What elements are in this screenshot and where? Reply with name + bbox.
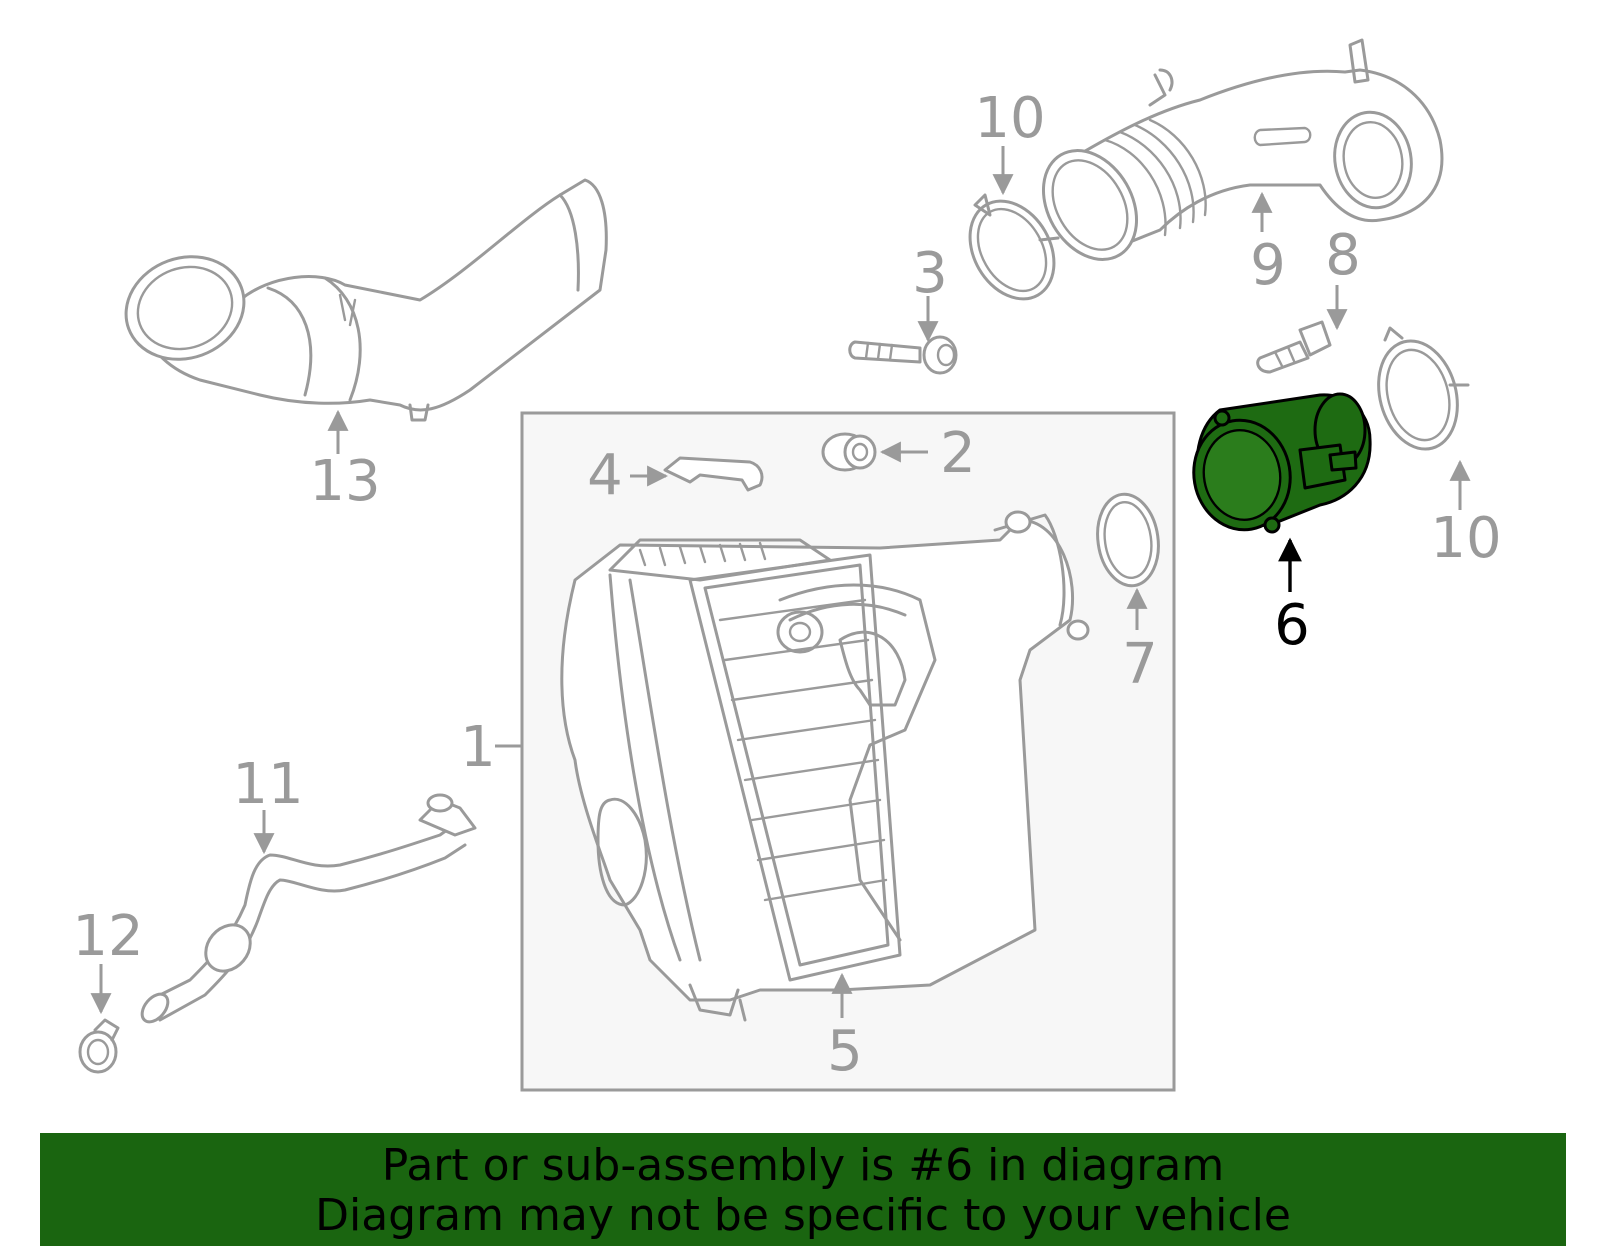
part-4-bracket (663, 456, 764, 492)
part-3-bolt (848, 335, 958, 375)
part-12-small-clamp (78, 1018, 120, 1074)
part-9-inlet-hose (1041, 38, 1444, 261)
callout-10-upper: 10 (974, 86, 1045, 151)
part-10-hose-clamp-upper (968, 193, 1060, 301)
part-13-intake-duct (124, 178, 608, 422)
highlight-notice-banner: Part or sub-assembly is #6 in diagram Di… (40, 1133, 1566, 1246)
banner-line-2: Diagram may not be specific to your vehi… (315, 1190, 1291, 1241)
part-10-hose-clamp-lower (1377, 326, 1470, 451)
callout-9: 9 (1250, 233, 1286, 298)
callout-4: 4 (587, 443, 623, 508)
callout-3: 3 (912, 241, 948, 306)
callout-8: 8 (1325, 223, 1361, 288)
callout-2: 2 (940, 421, 976, 486)
banner-line-1: Part or sub-assembly is #6 in diagram (381, 1140, 1225, 1191)
callout-leaders (90, 146, 1471, 1018)
callout-13: 13 (309, 449, 380, 514)
part-7-seal-ring (1096, 492, 1160, 588)
part-8-screw (1256, 320, 1332, 374)
part-6-mass-air-flow-sensor (1192, 392, 1372, 534)
callout-11: 11 (232, 752, 303, 817)
part-2-grommet (821, 432, 877, 472)
callout-1: 1 (460, 715, 496, 780)
callout-6-highlighted: 6 (1274, 593, 1310, 658)
callout-5: 5 (827, 1019, 863, 1084)
part-1-air-cleaner-housing (560, 510, 1090, 1022)
callout-12: 12 (72, 904, 143, 969)
part-11-breather-hose (140, 793, 477, 1024)
callout-10-lower: 10 (1430, 506, 1501, 571)
callout-7: 7 (1122, 632, 1158, 697)
